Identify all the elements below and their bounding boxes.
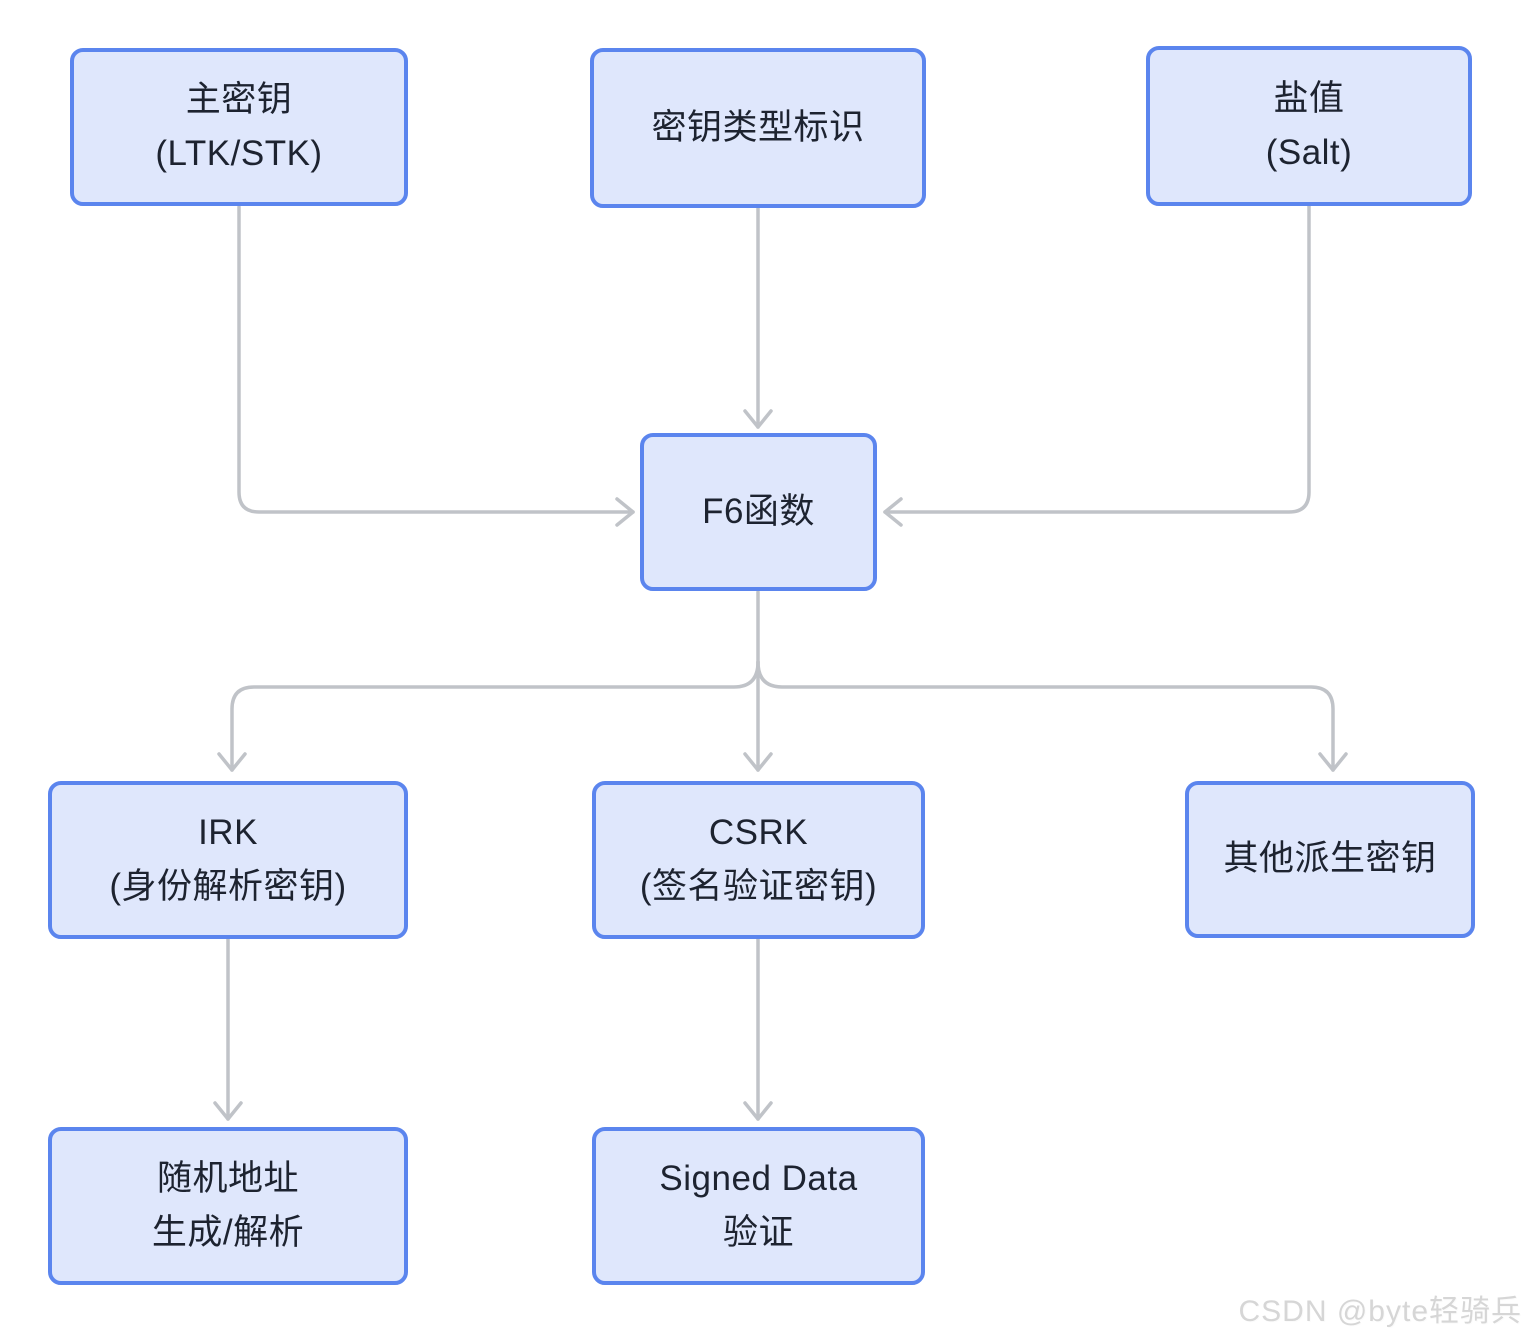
node-irk: IRK (身份解析密钥) <box>48 781 408 939</box>
node-signed-data: Signed Data 验证 <box>592 1127 925 1285</box>
node-label: F6函数 <box>702 491 815 531</box>
node-label: 生成/解析 <box>151 1213 305 1252</box>
node-label: IRK <box>198 812 258 852</box>
node-key-type: 密钥类型标识 <box>590 48 926 208</box>
node-label: 密钥类型标识 <box>651 107 865 147</box>
node-csrk: CSRK (签名验证密钥) <box>592 781 925 939</box>
node-label: 其他派生密钥 <box>1223 839 1437 879</box>
node-label: (LTK/STK) <box>155 134 323 173</box>
node-label: (签名验证密钥) <box>639 867 878 906</box>
node-salt: 盐值 (Salt) <box>1146 46 1472 206</box>
node-f6-function: F6函数 <box>640 433 877 591</box>
edge-f6-to-other-keys <box>756 660 1348 772</box>
node-label: (身份解析密钥) <box>109 867 347 906</box>
node-label: (Salt) <box>1265 133 1353 172</box>
edge-master-key-to-f6 <box>237 205 635 527</box>
edge-salt-to-f6 <box>883 204 1311 527</box>
node-label: 主密钥 <box>185 79 293 119</box>
watermark-text: CSDN @byte轻骑兵 <box>1238 1295 1522 1328</box>
edge-f6-to-irk <box>217 660 760 772</box>
node-label: 盐值 <box>1273 78 1345 118</box>
node-label: CSRK <box>708 812 809 852</box>
node-other-derived-keys: 其他派生密钥 <box>1185 781 1475 938</box>
node-label: 验证 <box>722 1213 794 1252</box>
node-label: Signed Data <box>659 1158 858 1198</box>
node-label: 随机地址 <box>156 1158 299 1198</box>
node-master-key: 主密钥 (LTK/STK) <box>70 48 408 206</box>
node-random-address: 随机地址 生成/解析 <box>48 1127 408 1285</box>
